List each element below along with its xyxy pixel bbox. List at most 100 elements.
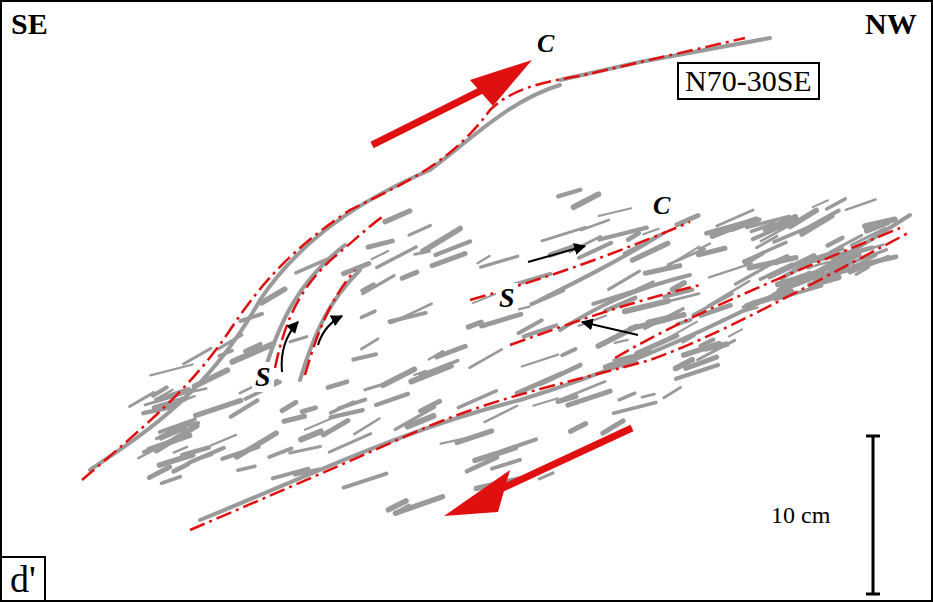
foliation-stroke (301, 431, 321, 439)
foliation-stroke (827, 199, 846, 209)
c-plane-label: C (650, 192, 673, 220)
foliation-stroke (211, 435, 236, 446)
foliation-stroke (571, 424, 586, 432)
foliation-stroke (709, 263, 752, 277)
foliation-stroke (614, 403, 656, 414)
foliation-stroke (599, 208, 632, 216)
foliation-stroke (323, 421, 347, 435)
foliation-stroke (170, 423, 198, 429)
foliation-stroke (706, 344, 727, 349)
foliation-stroke (533, 398, 558, 405)
foliation-stroke (562, 349, 575, 355)
foliation-stroke (150, 364, 192, 375)
foliation-stroke (632, 243, 667, 260)
foliation-stroke (481, 256, 518, 267)
foliation-stroke (174, 464, 188, 471)
foliation-stroke (828, 238, 843, 246)
foliation-stroke (411, 366, 450, 382)
foliation-stroke (542, 227, 585, 240)
foliation-stroke (615, 340, 628, 343)
foliation-stroke (708, 281, 749, 306)
foliation-stroke (574, 194, 599, 207)
direction-label: SE (8, 8, 51, 40)
foliation-stroke (174, 447, 187, 453)
foliation-stroke (238, 466, 255, 470)
box-text: N70-30SE (685, 66, 812, 96)
foliation-stroke (385, 211, 410, 222)
grey-bands (90, 38, 910, 520)
foliation-stroke (813, 200, 829, 207)
foliation-stroke (377, 247, 416, 267)
foliation-stroke (305, 417, 336, 430)
foliation-stroke (368, 241, 392, 247)
foliation-stroke (284, 416, 304, 421)
foliation-stroke (609, 271, 640, 289)
s-plane-label: S (496, 283, 518, 313)
foliation-stroke (717, 210, 753, 226)
foliation-stroke (475, 448, 515, 460)
direction-label: NW (862, 8, 920, 40)
foliation-stroke (183, 348, 211, 364)
foliation-stroke (661, 247, 699, 270)
foliation-stroke (363, 276, 394, 294)
foliation-stroke (302, 408, 315, 412)
foliation-stroke (328, 382, 347, 388)
foliation-stroke (568, 391, 610, 405)
foliation-stroke (677, 216, 698, 225)
c-plane-label: C (534, 30, 557, 58)
foliation-stroke (802, 216, 832, 234)
foliation-stroke (458, 391, 496, 408)
foliation-stroke (290, 337, 307, 342)
foliation-stroke (664, 387, 681, 397)
foliation-stroke (522, 355, 558, 367)
foliation-stroke (196, 400, 241, 415)
shear-sense-arrows (372, 60, 632, 516)
box-text: d' (10, 560, 36, 598)
foliation-stroke (579, 243, 611, 258)
foliation-stroke (628, 233, 638, 239)
foliation-stroke (365, 384, 384, 390)
foliation-stroke (729, 329, 742, 336)
foliation-stroke (676, 365, 718, 379)
foliation-stroke (492, 460, 520, 469)
foliation-stroke (481, 314, 521, 326)
foliation-stroke (429, 351, 443, 359)
scale-label: 10 cm (768, 502, 833, 528)
foliation-stroke (649, 318, 666, 322)
foliation-stroke (599, 228, 646, 240)
foliation-stroke (376, 394, 408, 405)
foliation-stroke (372, 251, 388, 259)
foliation-stroke (390, 317, 409, 323)
foliation-stroke (642, 394, 654, 397)
foliation-stroke (421, 401, 440, 411)
foliation-stroke (339, 400, 366, 409)
foliation-stroke (290, 447, 321, 454)
foliation-stroke (353, 354, 376, 359)
foliation-stroke (162, 477, 181, 483)
foliation-stroke (354, 418, 379, 434)
foliation-stroke (470, 349, 502, 367)
foliation-stroke (760, 264, 792, 279)
foliation-stroke (153, 388, 167, 396)
foliation-strokes (130, 190, 896, 513)
foliation-stroke (441, 437, 474, 444)
foliation-stroke (402, 272, 417, 278)
foliation-stroke (282, 402, 296, 410)
foliation-stroke (619, 393, 635, 400)
foliation-stroke (388, 501, 406, 510)
foliation-stroke (423, 229, 460, 252)
foliation-stroke (558, 190, 580, 197)
foliation-stroke (698, 248, 725, 254)
panel-letter-box: d' (0, 556, 46, 602)
foliation-stroke (329, 434, 371, 452)
foliation-stroke (432, 254, 465, 266)
foliation-stroke (188, 455, 213, 463)
foliation-stroke (344, 474, 387, 488)
foliation-stroke (149, 467, 169, 478)
foliation-stroke (753, 220, 798, 240)
local-shear-arrows (282, 246, 638, 372)
orientation-box: N70-30SE (677, 62, 820, 100)
c-planes (82, 38, 910, 530)
foliation-stroke (846, 199, 876, 209)
